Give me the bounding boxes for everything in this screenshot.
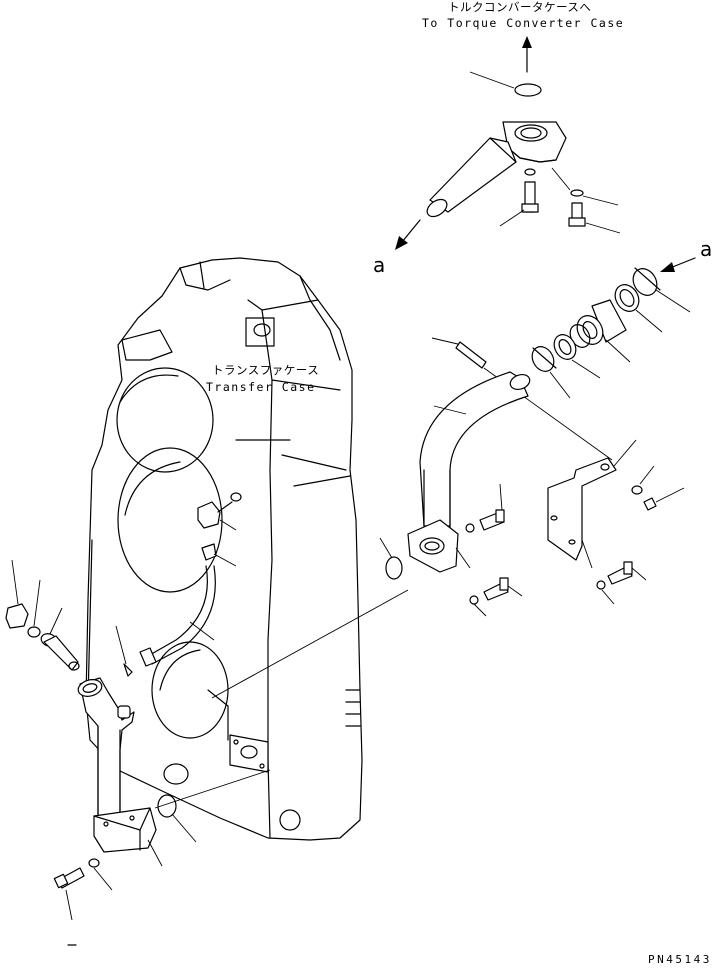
bellows-seal xyxy=(569,299,631,363)
leader-pad xyxy=(154,769,271,809)
small-bolt-case xyxy=(115,625,133,677)
transfer-case-en-label: Transfer Case xyxy=(206,380,316,394)
transfer-case-body xyxy=(85,257,363,841)
ref-a-left-label: a xyxy=(373,253,385,277)
seal-ring-2 xyxy=(553,334,601,379)
breather-hose xyxy=(139,565,216,667)
hose-clamp xyxy=(201,543,237,567)
ref-arrow-right: a xyxy=(660,237,712,272)
drawing-code-label: PN45143 xyxy=(648,953,712,966)
bolt-top-2 xyxy=(551,167,621,234)
o-ring-bottom xyxy=(157,794,197,843)
drain-plug xyxy=(5,559,29,629)
ref-a-right-label: a xyxy=(700,237,712,261)
bolt-bottom-left xyxy=(53,858,113,921)
elbow-fitting xyxy=(197,492,242,531)
leader-main xyxy=(211,589,409,699)
small-o-ring-left xyxy=(27,579,41,638)
bolt-flange-2 xyxy=(469,577,523,617)
bolt-top-1 xyxy=(499,168,539,227)
seal-ring-1 xyxy=(614,284,663,333)
clamp-ring-left xyxy=(531,346,571,399)
bracket-nut xyxy=(631,465,685,511)
ref-arrow-left: a xyxy=(373,219,421,277)
o-ring-top xyxy=(469,71,542,97)
transfer-case-jp-label: トランスファケース xyxy=(212,363,319,377)
bolt-bracket xyxy=(596,561,647,605)
return-pipe xyxy=(407,371,531,573)
torque-converter-en-label: To Torque Converter Case xyxy=(422,16,624,30)
drain-elbow xyxy=(40,607,80,671)
bolt-flange-1 xyxy=(465,483,505,533)
up-arrow-icon xyxy=(522,36,532,73)
strainer-pipe xyxy=(77,677,163,867)
pipe-bracket xyxy=(547,439,637,569)
clamp-ring-right xyxy=(632,267,691,313)
torque-converter-jp-label: トルクコンバータケースへ xyxy=(448,0,591,14)
o-ring-mid xyxy=(379,537,403,580)
elbow-tube-top xyxy=(426,121,567,218)
